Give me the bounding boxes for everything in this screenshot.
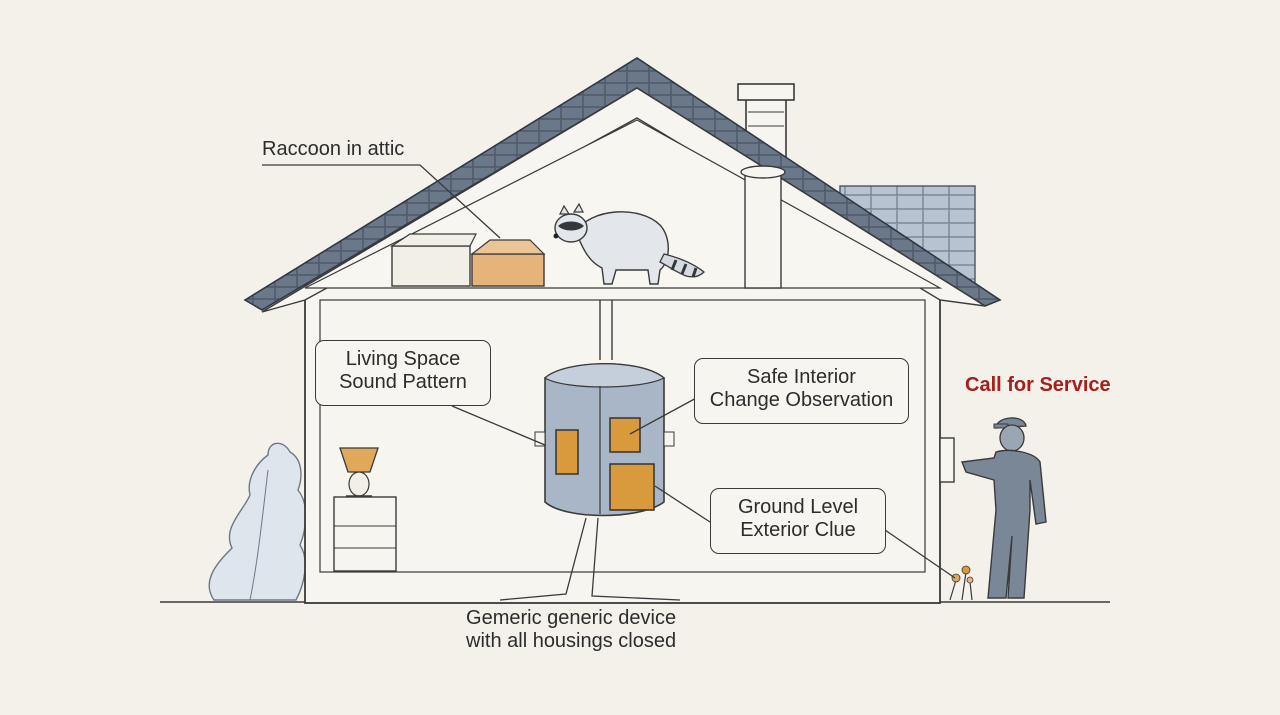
device-caption: Gemeric generic device with all housings… <box>466 607 676 653</box>
shrub-icon <box>208 442 307 601</box>
lamp-icon <box>339 447 379 497</box>
vent-pipe <box>744 169 782 289</box>
person-icon <box>961 417 1047 599</box>
raccoon-attic-label: Raccoon in attic <box>262 138 405 160</box>
ground-level-line-1: Ground Level <box>737 496 859 518</box>
leader-lines <box>262 164 956 601</box>
living-space-line-1: Living Space <box>345 348 461 370</box>
generic-device <box>534 362 675 517</box>
safe-interior-line-2: Change Observation <box>709 389 894 411</box>
ground-level-callout: Ground Level Exterior Clue <box>710 488 886 554</box>
safe-interior-line-1: Safe Interior <box>747 366 856 388</box>
exterior-panel <box>939 437 955 483</box>
roof <box>243 57 1002 313</box>
device-caption-line-2: with all housings closed <box>466 630 677 652</box>
living-space-line-2: Sound Pattern <box>339 371 467 393</box>
call-for-service-label: Call for Service <box>965 374 1111 396</box>
ground-level-line-2: Exterior Clue <box>740 519 856 541</box>
nightstand <box>333 496 397 572</box>
living-space-callout: Living Space Sound Pattern <box>315 340 491 406</box>
device-caption-line-1: Gemeric generic device <box>466 607 677 629</box>
boxes-icon <box>390 233 546 287</box>
interior-room <box>319 299 926 573</box>
raccoon-icon <box>553 202 705 285</box>
flowers-icon <box>949 565 974 601</box>
safe-interior-callout: Safe Interior Change Observation <box>694 358 909 424</box>
